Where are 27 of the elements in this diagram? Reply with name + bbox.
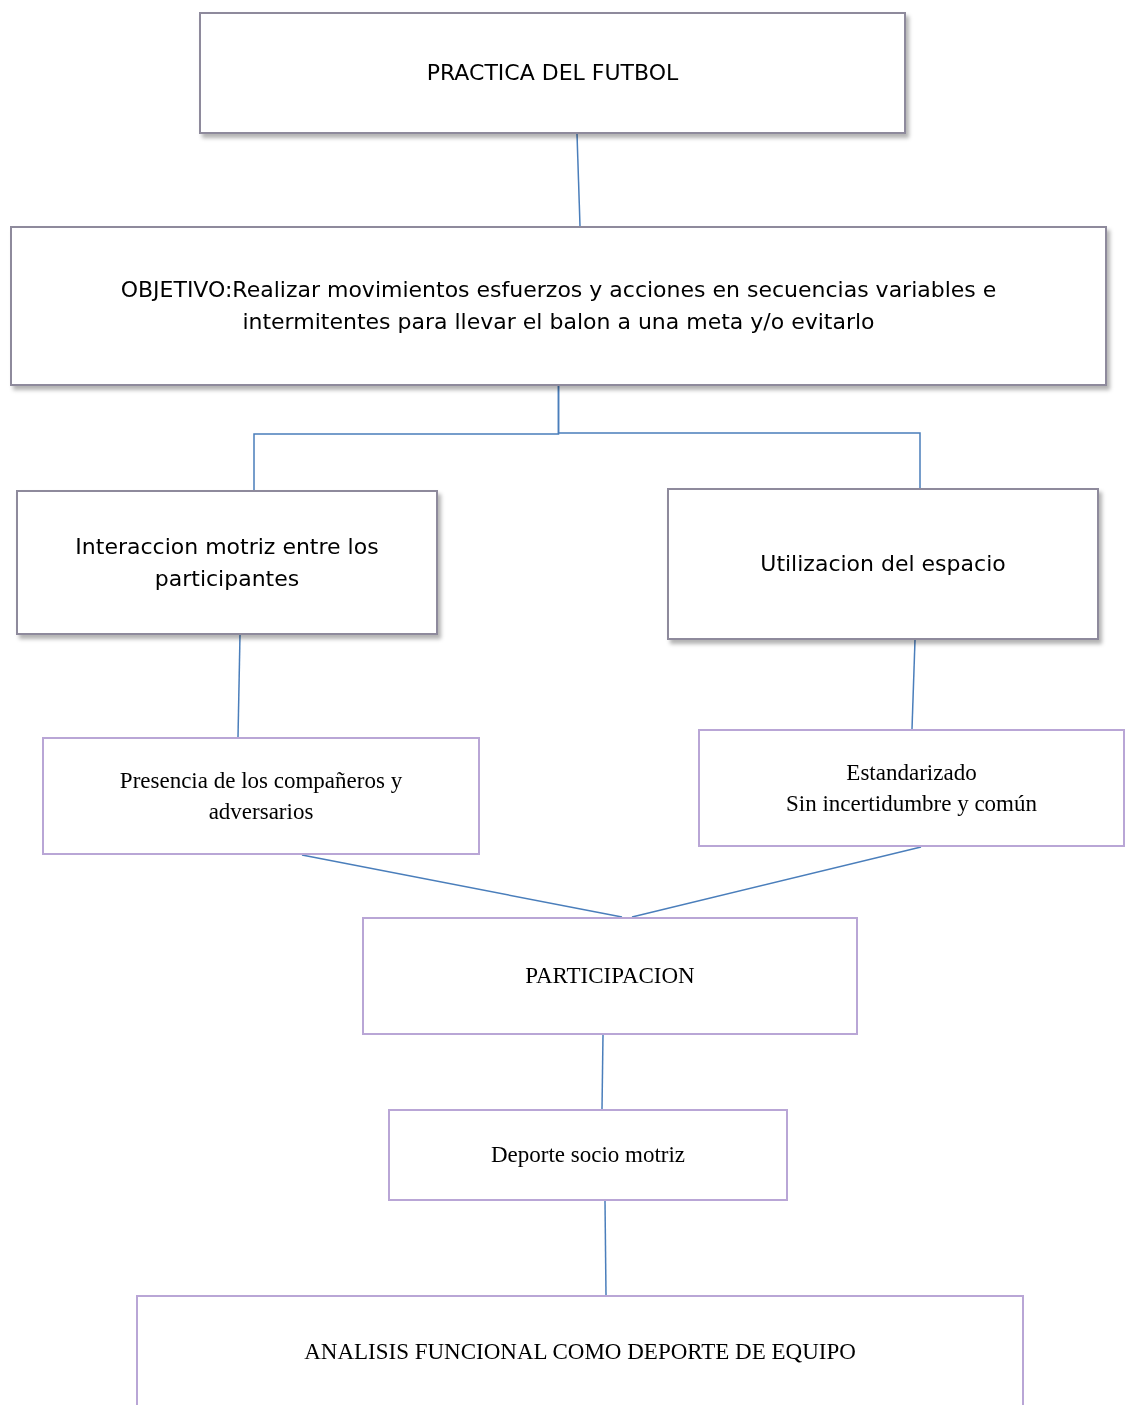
node-text: Estandarizado — [846, 758, 977, 787]
node-text: Deporte socio motriz — [490, 1141, 686, 1170]
text-box — [16, 490, 438, 635]
text-box — [362, 917, 858, 1035]
connector-line — [301, 854, 623, 918]
connector-line — [631, 846, 922, 918]
node-text: Sin incertidumbre y común — [785, 790, 1037, 818]
text-box — [42, 737, 480, 855]
text-box — [10, 226, 1107, 386]
node-text: OBJETIVO:Realizar movimientos esfuerzos y acciones en secuencias variables e intermitentes para llevar el balon a una meta y/o evitarlo — [119, 276, 998, 336]
text-box — [199, 12, 906, 134]
text-box — [698, 729, 1125, 847]
node-text: PARTICIPACION — [525, 962, 695, 991]
node-text: Utilizacion del espacio — [760, 550, 1006, 579]
text-box — [388, 1109, 788, 1201]
connector-line — [911, 639, 916, 730]
connector-line — [576, 133, 581, 227]
text-box — [136, 1295, 1024, 1405]
connector-line — [237, 634, 241, 738]
node-text: ANALISIS FUNCIONAL COMO DEPORTE DE EQUIPO — [304, 1338, 856, 1367]
node-text: Presencia de los compañeros y adversarios — [118, 766, 404, 826]
node-text: Interaccion motriz entre los participantes — [74, 532, 380, 593]
node-text: PRACTICA DEL FUTBOL — [426, 59, 679, 88]
connector-line — [601, 1034, 604, 1110]
connector-line — [557, 385, 921, 489]
text-box — [667, 488, 1099, 640]
connector-line — [604, 1200, 607, 1296]
